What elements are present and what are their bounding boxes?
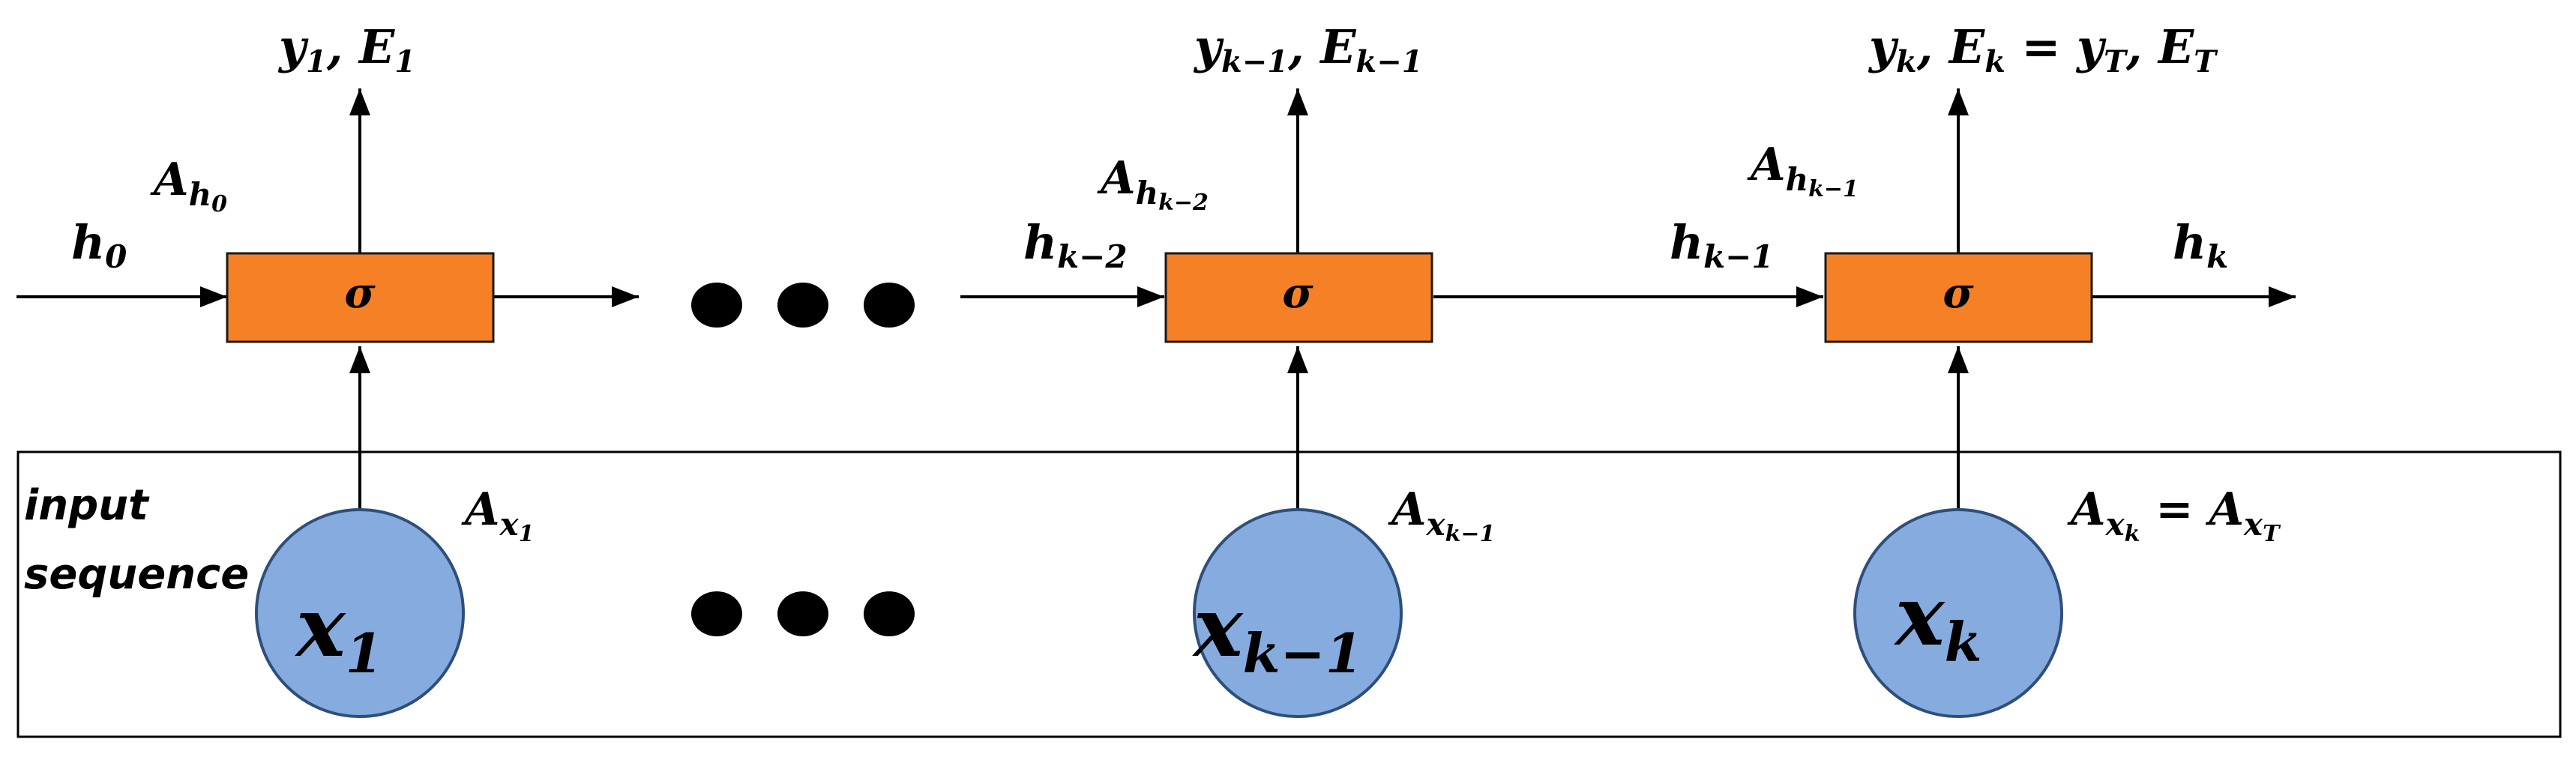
- input-weight-label-1: Ax1: [461, 483, 534, 547]
- cell-box: [1824, 252, 2093, 343]
- cell-box: [1164, 252, 1433, 343]
- hidden-weight-label-k: Ahk−1: [1747, 139, 1859, 202]
- input-label-x1: x1: [295, 579, 383, 685]
- ellipsis-dots-bottom: [691, 591, 915, 636]
- output-label-k-1: yk−1, Ek−1: [1193, 19, 1423, 79]
- hidden-in-label-hk-1: hk−1: [1670, 215, 1774, 275]
- input-sequence-label-line1: input: [24, 481, 150, 530]
- output-label-1: y1, E1: [277, 19, 415, 79]
- ellipsis-dot: [864, 283, 915, 328]
- ellipsis-dot: [864, 591, 915, 636]
- hidden-in-label-h0: h0: [71, 215, 127, 275]
- input-label-xk-1: xk−1: [1192, 579, 1363, 685]
- ellipsis-dot: [777, 283, 828, 328]
- rnn-cell-k: σ: [1824, 252, 2093, 343]
- input-node-xk: [1853, 508, 2063, 718]
- ellipsis-dots-top: [691, 283, 915, 328]
- activation-label: σ: [1942, 268, 1974, 318]
- hidden-in-label-hk-2: hk−2: [1023, 215, 1128, 275]
- hidden-weight-label-k-1: Ahk−2: [1097, 152, 1209, 216]
- rnn-cell-1: σ: [226, 252, 495, 343]
- cell-box: [226, 252, 495, 343]
- ellipsis-dot: [691, 283, 742, 328]
- input-sequence-label-line2: sequence: [24, 550, 249, 599]
- hidden-weight-label-1: Ah0: [150, 154, 227, 217]
- activation-label: σ: [344, 268, 376, 318]
- ellipsis-dot: [777, 591, 828, 636]
- input-weight-label-k: Axk = AxT: [2067, 483, 2281, 547]
- input-node-x1: [255, 508, 465, 718]
- input-label-xk: xk: [1894, 567, 1981, 674]
- hidden-out-label-hk: hk: [2173, 215, 2228, 275]
- ellipsis-dot: [691, 591, 742, 636]
- rnn-cell-k-1: σ: [1164, 252, 1433, 343]
- input-weight-label-k-1: Axk−1: [1388, 483, 1495, 547]
- input-sequence-box: [16, 450, 2562, 738]
- activation-label: σ: [1282, 268, 1313, 318]
- input-node-xk-1: [1193, 508, 1403, 718]
- output-label-k: yk, Ek = yT, ET: [1868, 19, 2218, 79]
